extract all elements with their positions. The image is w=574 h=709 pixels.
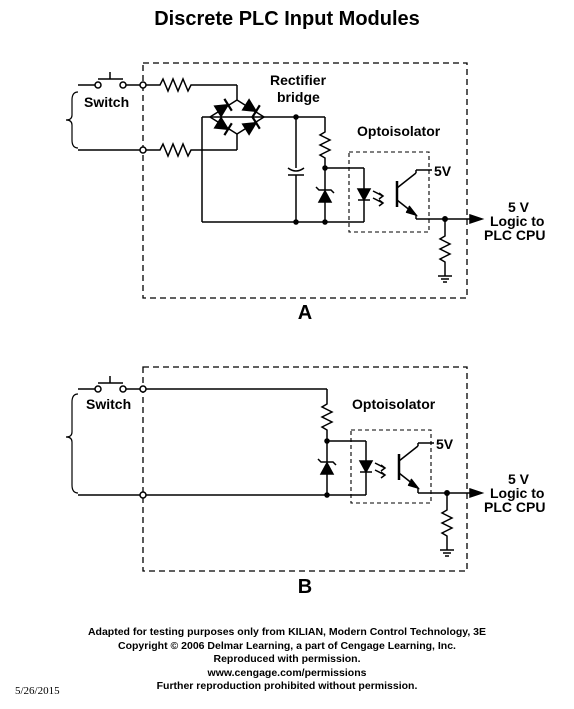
credit-line-5: Further reproduction prohibited without … — [156, 680, 418, 692]
copyright-notice: Adapted for testing purposes only from K… — [0, 626, 574, 694]
panel-label-a: A — [298, 302, 312, 324]
output-label-b-3: PLC CPU — [484, 499, 545, 515]
diagram-b — [65, 366, 485, 572]
rectifier-label-a: Rectifier — [270, 72, 327, 88]
ground-a — [438, 275, 452, 283]
diagram-a — [65, 62, 485, 299]
optoisolator-label-b: Optoisolator — [352, 396, 436, 412]
bridge-diode-3 — [213, 115, 233, 137]
output-label-b-2: Logic to — [490, 485, 544, 501]
page-title: Discrete PLC Input Modules — [154, 8, 420, 30]
zener-diode-b — [317, 441, 337, 495]
series-resistor-b — [320, 389, 334, 441]
field-brace-a — [65, 91, 79, 149]
panel-label-b: B — [298, 576, 312, 598]
bridge-diode-1 — [213, 97, 233, 119]
output-label-b-1: 5 V — [508, 471, 530, 487]
pulldown-resistor-b — [440, 493, 454, 550]
switch-label-a: Switch — [84, 94, 129, 110]
credit-line-1: Adapted for testing purposes only from K… — [87, 626, 487, 638]
credit-line-4: www.cengage.com/permissions — [207, 666, 367, 679]
ground-b — [440, 549, 454, 557]
rectifier-label-b-line: bridge — [277, 89, 320, 105]
pulldown-resistor-a — [438, 219, 452, 276]
series-resistor-a — [318, 117, 332, 168]
switch-label-b: Switch — [86, 396, 131, 412]
opto-led-b — [355, 440, 387, 496]
credit-line-3: Reproduced with permission. — [213, 653, 361, 665]
switch-contact-b — [78, 376, 143, 393]
opto-led-a — [355, 167, 385, 223]
module-boundary-b — [142, 366, 468, 572]
optoisolator-label-a: Optoisolator — [357, 123, 441, 139]
module-boundary-a — [142, 62, 468, 299]
output-label-a-1: 5 V — [508, 199, 530, 215]
filter-capacitor-a — [287, 117, 305, 222]
field-brace-b — [65, 393, 79, 494]
supply-label-b: 5V — [436, 436, 454, 452]
opto-transistor-b — [397, 442, 434, 493]
zener-diode-a — [315, 168, 335, 222]
output-label-a-2: Logic to — [490, 213, 544, 229]
supply-label-a: 5V — [434, 163, 452, 179]
credit-line-2: Copyright © 2006 Delmar Learning, a part… — [118, 639, 456, 652]
output-label-a-3: PLC CPU — [484, 227, 545, 243]
optoisolator-box-b — [350, 429, 432, 504]
bridge-diode-2 — [241, 97, 261, 119]
input-resistor-top-a — [146, 77, 237, 93]
optoisolator-box-a — [348, 151, 430, 233]
switch-contact-a — [78, 72, 143, 89]
input-resistor-bottom-a — [146, 142, 203, 158]
date-stamp: 5/26/2015 — [15, 685, 60, 697]
opto-transistor-a — [395, 169, 432, 219]
bridge-diode-4 — [241, 115, 261, 137]
rectifier-bridge-a — [202, 85, 265, 151]
